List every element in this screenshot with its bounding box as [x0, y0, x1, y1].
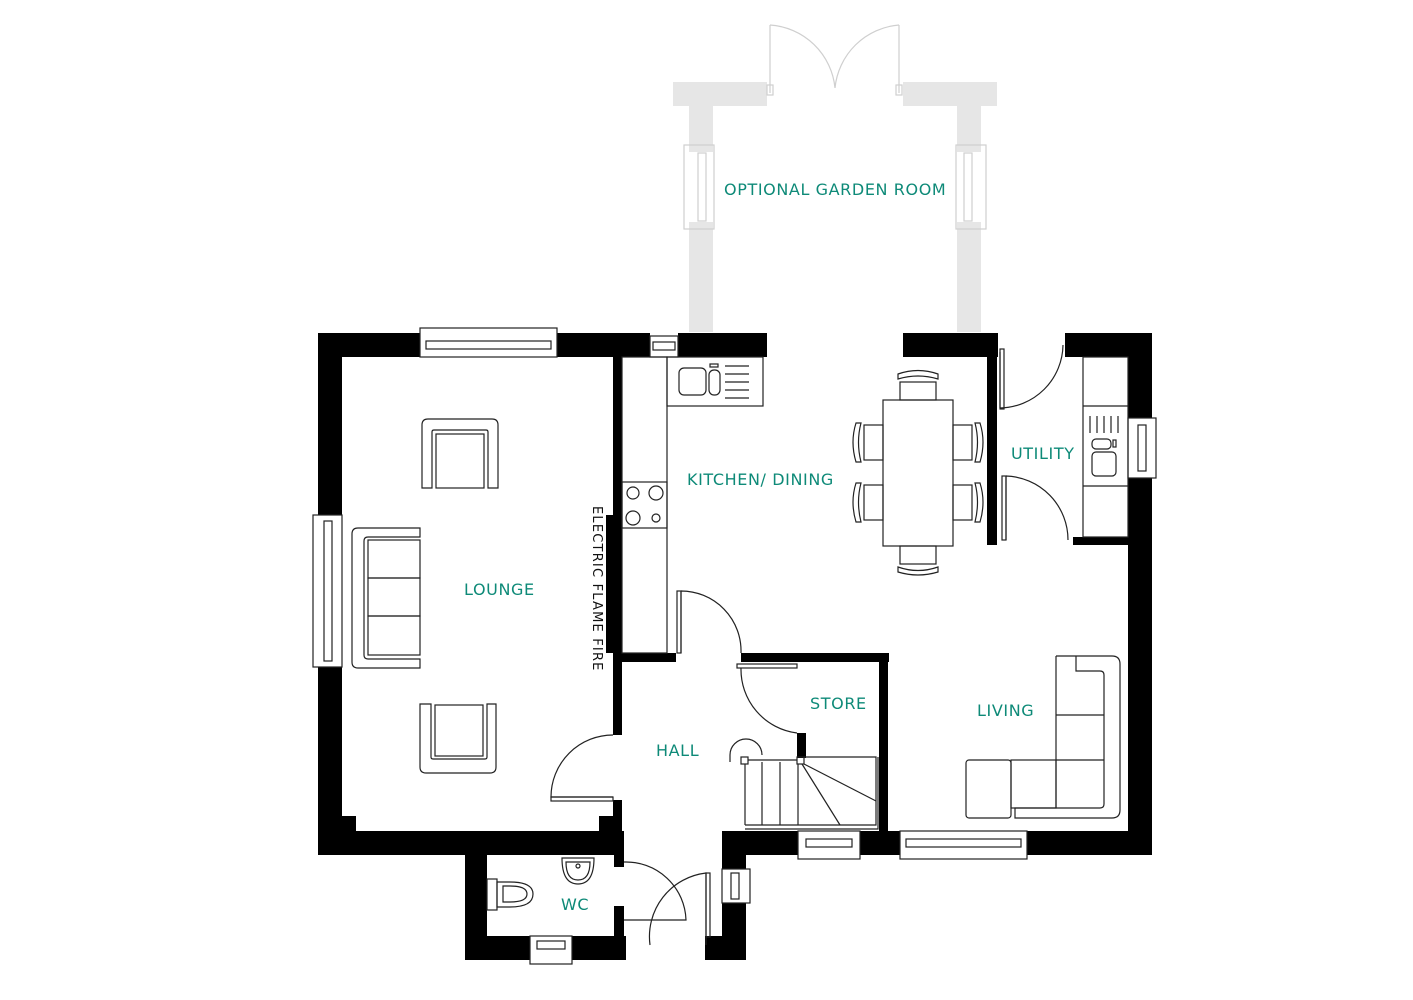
external-walls	[318, 333, 1152, 960]
kitchen-worktop	[621, 356, 764, 654]
windows	[312, 327, 1157, 965]
french-doors-icon	[766, 24, 903, 96]
room-label-utility: UTILITY	[1011, 444, 1075, 463]
dining-table-icon	[852, 369, 984, 576]
annotation-electric-flame-fire: ELECTRIC FLAME FIRE	[589, 506, 604, 672]
internal-walls	[606, 333, 1128, 867]
armchair-bottom-icon	[419, 703, 497, 774]
kitchen-sink-icon	[678, 363, 749, 399]
room-label-garden-room: OPTIONAL GARDEN ROOM	[724, 180, 947, 199]
armchair-top-icon	[421, 418, 499, 489]
room-label-wc: WC	[561, 895, 590, 914]
hob-icon	[621, 481, 668, 529]
garden-room-walls	[673, 82, 997, 332]
room-label-lounge: LOUNGE	[464, 580, 535, 599]
room-label-store: STORE	[810, 694, 867, 713]
room-label-living: LIVING	[977, 701, 1035, 720]
utility-worktop	[1082, 356, 1129, 538]
doors	[550, 344, 1069, 946]
room-label-hall: HALL	[656, 741, 700, 760]
corner-sofa-icon	[965, 655, 1121, 819]
basin-icon	[561, 857, 595, 885]
room-label-kitchen-dining: KITCHEN/ DINING	[687, 470, 834, 489]
sofa-icon	[351, 527, 421, 669]
staircase-icon	[729, 738, 879, 830]
utility-sink-icon	[1089, 416, 1119, 477]
toilet-icon	[486, 878, 534, 911]
